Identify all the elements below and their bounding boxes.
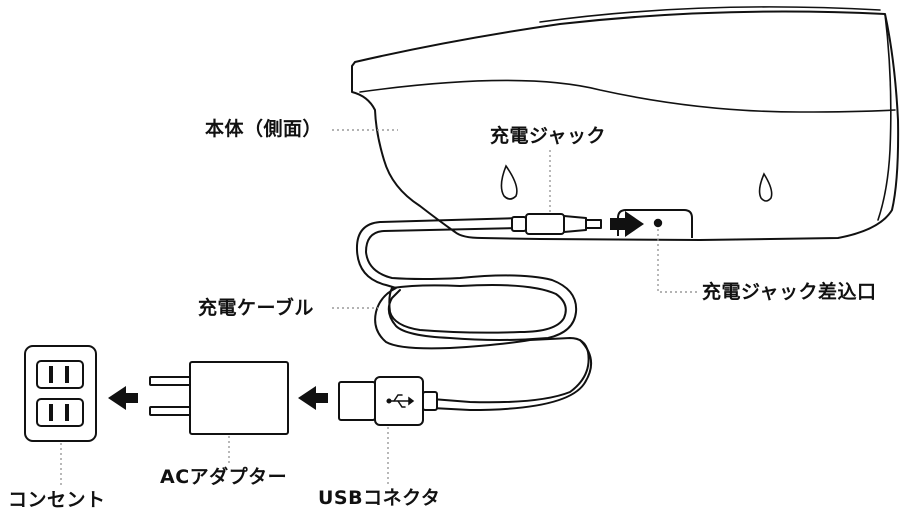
label-ac-adapter: ACアダプター bbox=[160, 466, 288, 488]
charging-cable bbox=[355, 217, 590, 404]
label-outlet: コンセント bbox=[8, 489, 106, 511]
arrow-right-icon bbox=[610, 211, 644, 237]
device-top-ridge bbox=[539, 6, 881, 23]
arrow-left-icon bbox=[298, 386, 328, 410]
charging-cable-inner bbox=[365, 227, 578, 341]
label-body-side: 本体（側面） bbox=[205, 118, 323, 140]
wall-outlet bbox=[24, 345, 97, 442]
label-charging-jack-inlet: 充電ジャック差込口 bbox=[702, 281, 877, 303]
device-front-curve bbox=[877, 13, 892, 221]
dc-plug-neck bbox=[563, 215, 587, 233]
label-charging-cable: 充電ケーブル bbox=[198, 297, 314, 319]
device-outline bbox=[351, 10, 900, 241]
adapter-prong-upper bbox=[149, 376, 191, 386]
usb-symbol-icon bbox=[386, 394, 415, 408]
outlet-slot bbox=[49, 366, 53, 383]
arrow-left-icon bbox=[108, 386, 138, 410]
label-charging-jack: 充電ジャック bbox=[490, 125, 607, 147]
dc-plug bbox=[511, 213, 602, 235]
led-drop-right bbox=[758, 172, 773, 202]
outlet-socket-upper bbox=[36, 360, 84, 389]
outlet-slot bbox=[65, 366, 69, 383]
device-contour-line bbox=[359, 79, 896, 113]
ac-adapter bbox=[149, 361, 289, 435]
adapter-body bbox=[189, 361, 289, 435]
outlet-socket-lower bbox=[36, 398, 84, 427]
leader-line-inlet bbox=[657, 229, 700, 293]
usb-strain-relief bbox=[422, 391, 438, 411]
usb-metal-part bbox=[338, 381, 376, 421]
outlet-slot bbox=[65, 404, 69, 421]
adapter-prong-lower bbox=[149, 406, 191, 416]
device-body bbox=[351, 10, 900, 241]
outlet-slot bbox=[49, 404, 53, 421]
dc-plug-strain-relief bbox=[511, 216, 527, 232]
label-usb-connector: USBコネクタ bbox=[318, 487, 441, 509]
led-drop-left bbox=[500, 164, 518, 200]
cable-loop-inner bbox=[388, 284, 567, 334]
cable-return-inner bbox=[431, 339, 592, 411]
dc-plug-tip bbox=[585, 219, 602, 229]
jack-inlet-hole bbox=[653, 218, 663, 228]
dc-plug-body bbox=[525, 213, 565, 235]
